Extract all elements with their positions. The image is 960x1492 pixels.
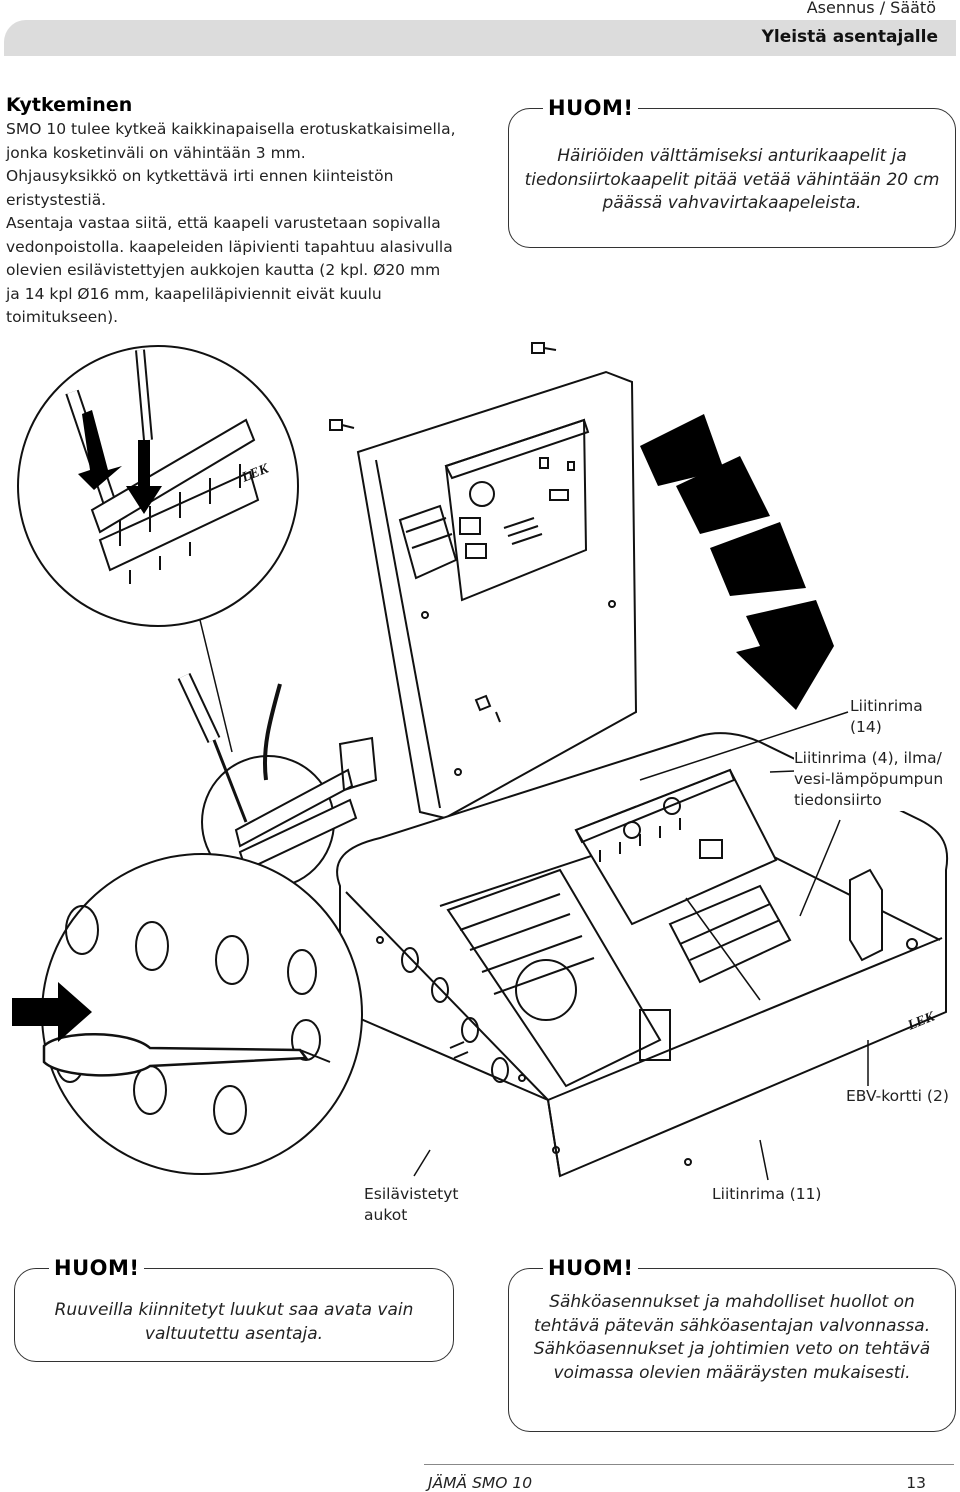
header-bar: Yleistä asentajalle [4, 20, 956, 56]
note-box-interference: HUOM! Häiriöiden välttämiseksi anturikaa… [508, 96, 956, 248]
intro-paragraph-1: SMO 10 tulee kytkeä kaikkinapaisella ero… [6, 120, 456, 162]
arrow-icon [12, 410, 162, 1042]
callout-liitinrima-4: Liitinrima (4), ilma/ vesi-lämpöpumpun t… [794, 748, 954, 811]
section-title: Yleistä asentajalle [761, 27, 938, 47]
note-box-hatches: HUOM! Ruuveilla kiinnitetyt luukut saa a… [14, 1256, 454, 1362]
control-unit-enclosure [336, 732, 949, 1178]
page-number: 13 [906, 1474, 926, 1492]
detail-circle-knockouts [41, 853, 509, 1175]
callout-esilavistetyt-aukot: Esilävistetyt aukot [364, 1184, 460, 1226]
intro-paragraph-3: Asentaja vastaa siitä, että kaapeli varu… [6, 214, 453, 326]
note-box-electrical: HUOM! Sähköasennukset ja mahdolliset huo… [508, 1256, 956, 1432]
screw-icon [531, 342, 557, 354]
lid-close-arrow-icon [640, 414, 834, 710]
callout-ebv-kortti: EBV-kortti (2) [846, 1086, 956, 1107]
intro-paragraph-2: Ohjausyksikkö on kytkettävä irti ennen k… [6, 167, 394, 209]
note-label: HUOM! [543, 96, 639, 120]
callout-liitinrima-11: Liitinrima (11) [712, 1184, 832, 1205]
note-label: HUOM! [543, 1256, 639, 1280]
footer-divider [424, 1464, 954, 1465]
intro-section: Kytkeminen SMO 10 tulee kytkeä kaikkinap… [6, 92, 456, 330]
note-text: Häiriöiden välttämiseksi anturikaapelit … [524, 146, 940, 213]
intro-heading: Kytkeminen [6, 94, 133, 116]
footer-product: JÄMÄ SMO 10 [428, 1474, 533, 1492]
note-text: Sähköasennukset ja mahdolliset huollot o… [533, 1292, 931, 1383]
note-label: HUOM! [49, 1256, 145, 1280]
control-unit-lid [356, 370, 638, 820]
note-text: Ruuveilla kiinnitetyt luukut saa avata v… [54, 1300, 414, 1344]
screw-icon [329, 419, 355, 431]
breadcrumb: Asennus / Säätö [806, 0, 936, 17]
callout-liitinrima-14: Liitinrima (14) [850, 696, 958, 738]
